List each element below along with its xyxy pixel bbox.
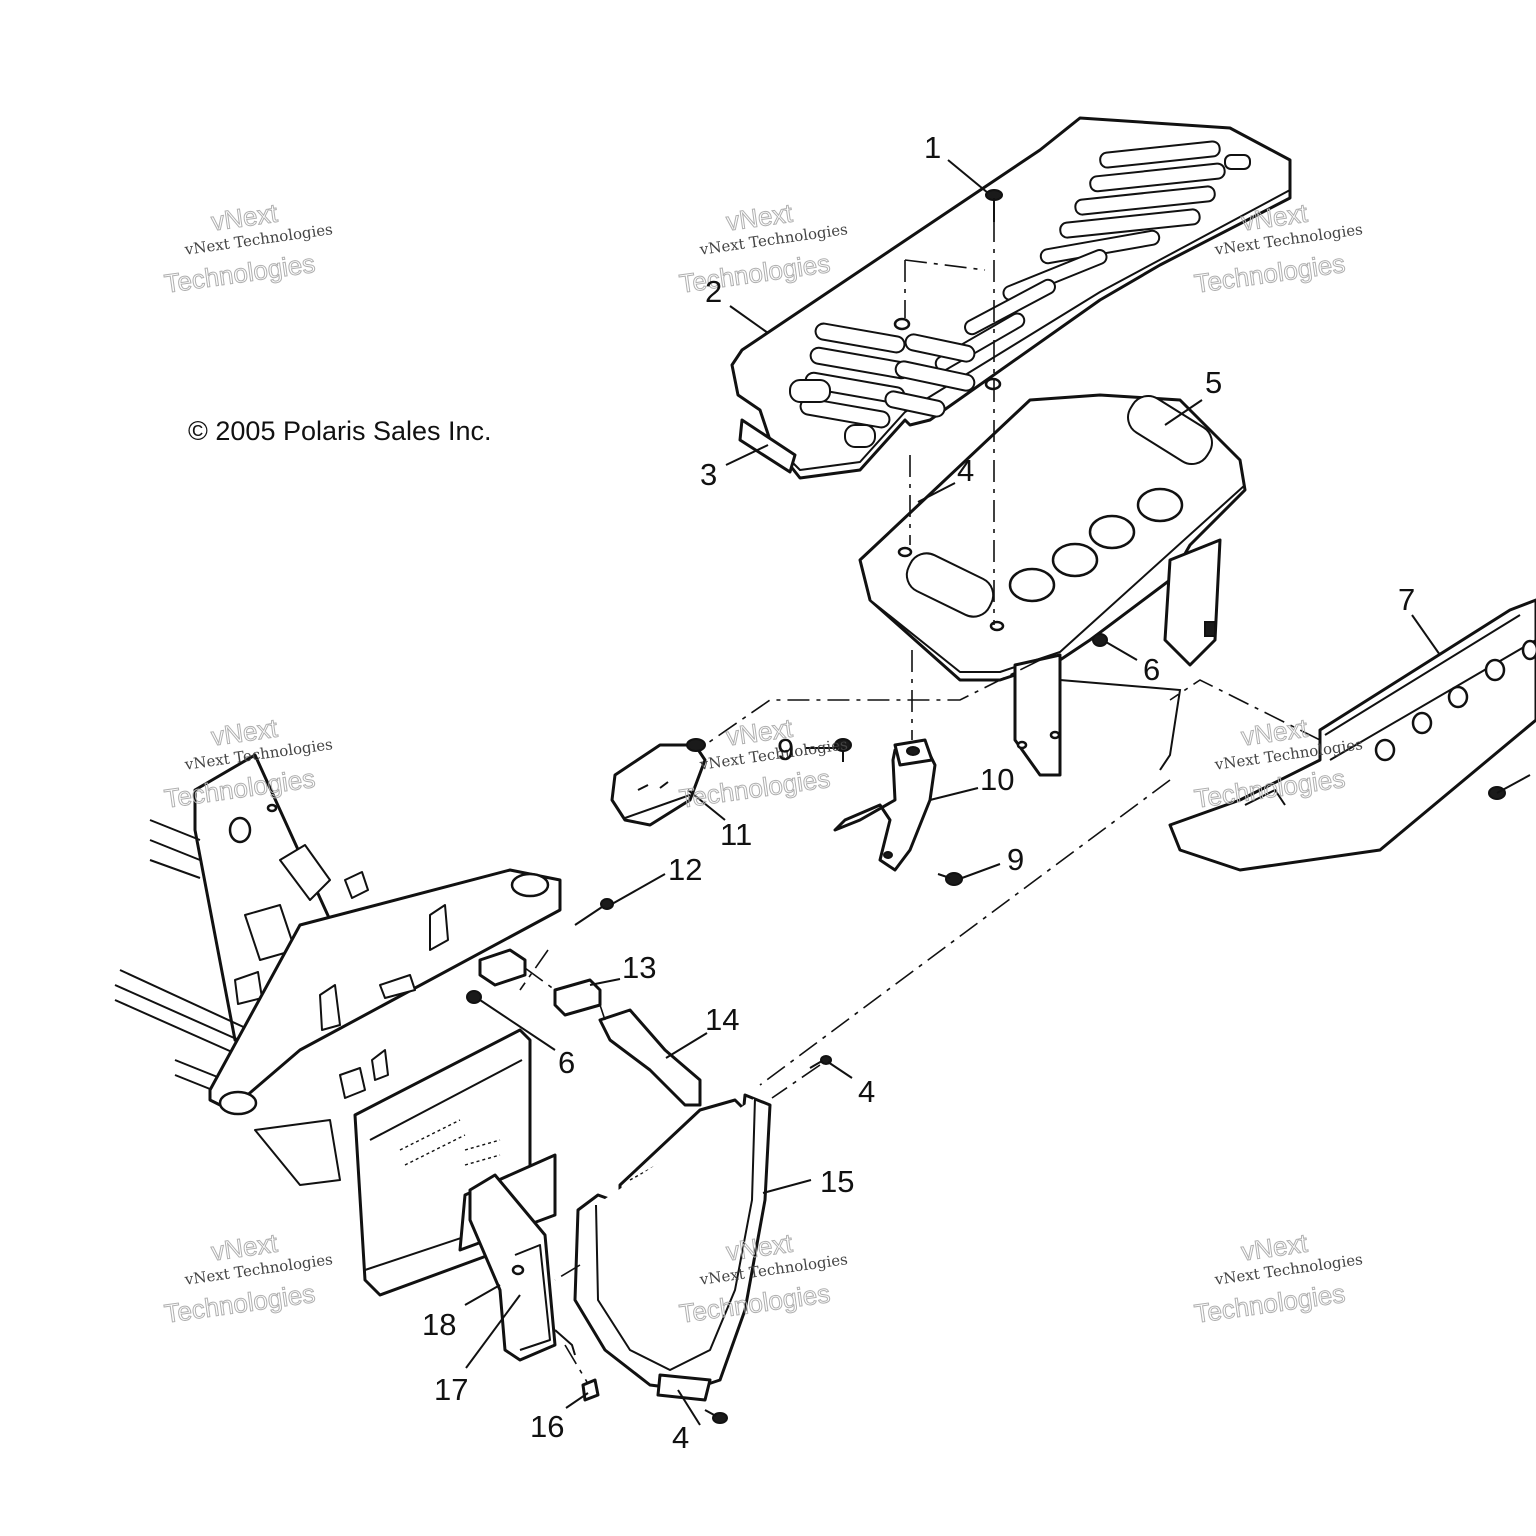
clip-part-17 <box>554 1329 576 1356</box>
callout-labels: 1 2 3 4 5 6 7 9 10 11 12 13 14 4 15 18 1… <box>422 130 1415 1455</box>
brush-guard-part <box>573 1055 832 1424</box>
chassis-frame <box>114 753 562 1186</box>
watermark-9: vNext vNext Technologies Technologies <box>1192 1227 1364 1329</box>
callout-label: 6 <box>558 1045 575 1080</box>
watermark-1: vNext vNext Technologies Technologies <box>162 197 334 299</box>
nut-part-6-upper <box>1092 633 1108 647</box>
watermark-2: vNext vNext Technologies Technologies <box>677 197 849 299</box>
copyright-notice: © 2005 Polaris Sales Inc. <box>188 416 492 446</box>
callout-label: 2 <box>705 274 722 309</box>
callout-label: 4 <box>858 1074 875 1109</box>
callout-label: 6 <box>1143 652 1160 687</box>
callout-label: 7 <box>1398 582 1415 617</box>
callout-label: 10 <box>980 762 1014 797</box>
rack-support-part <box>858 393 1247 777</box>
callout-label: 9 <box>777 732 794 767</box>
callout-label: 9 <box>1007 842 1024 877</box>
callout-label: 4 <box>957 453 974 488</box>
callout-label: 14 <box>705 1002 739 1037</box>
bolt-part-1 <box>985 189 1003 222</box>
callout-label: 18 <box>422 1307 456 1342</box>
callout-label: 5 <box>1205 365 1222 400</box>
watermark-7: vNext vNext Technologies Technologies <box>162 1227 334 1329</box>
bracket-part-14 <box>598 1008 702 1107</box>
front-bumper-part <box>1168 598 1536 872</box>
callout-label: 12 <box>668 852 702 887</box>
callout-label: 4 <box>672 1420 689 1455</box>
callout-label: 15 <box>820 1164 854 1199</box>
headlight-part <box>610 738 707 827</box>
leader-lines <box>464 159 1441 1426</box>
callout-label: 11 <box>720 817 752 852</box>
headlight-bracket-part <box>833 738 937 872</box>
callout-label: 3 <box>700 457 717 492</box>
side-guard-part-18 <box>468 1173 557 1362</box>
watermark-4: vNext vNext Technologies Technologies <box>162 712 334 814</box>
callout-label: 17 <box>434 1372 468 1407</box>
callout-label: 1 <box>924 130 941 165</box>
callout-label: 16 <box>530 1409 564 1444</box>
nut-part-6-lower <box>466 990 482 1004</box>
mount-bolt-part-12 <box>574 898 614 926</box>
callout-label: 13 <box>622 950 656 985</box>
nut-part-16 <box>581 1378 600 1402</box>
mount-block-part <box>478 948 527 987</box>
bolt-part-9-upper <box>834 738 852 762</box>
bolt-part-9-lower <box>937 872 963 886</box>
front-rack-part <box>730 116 1292 480</box>
assembly-dashed-lines <box>519 220 1321 1383</box>
